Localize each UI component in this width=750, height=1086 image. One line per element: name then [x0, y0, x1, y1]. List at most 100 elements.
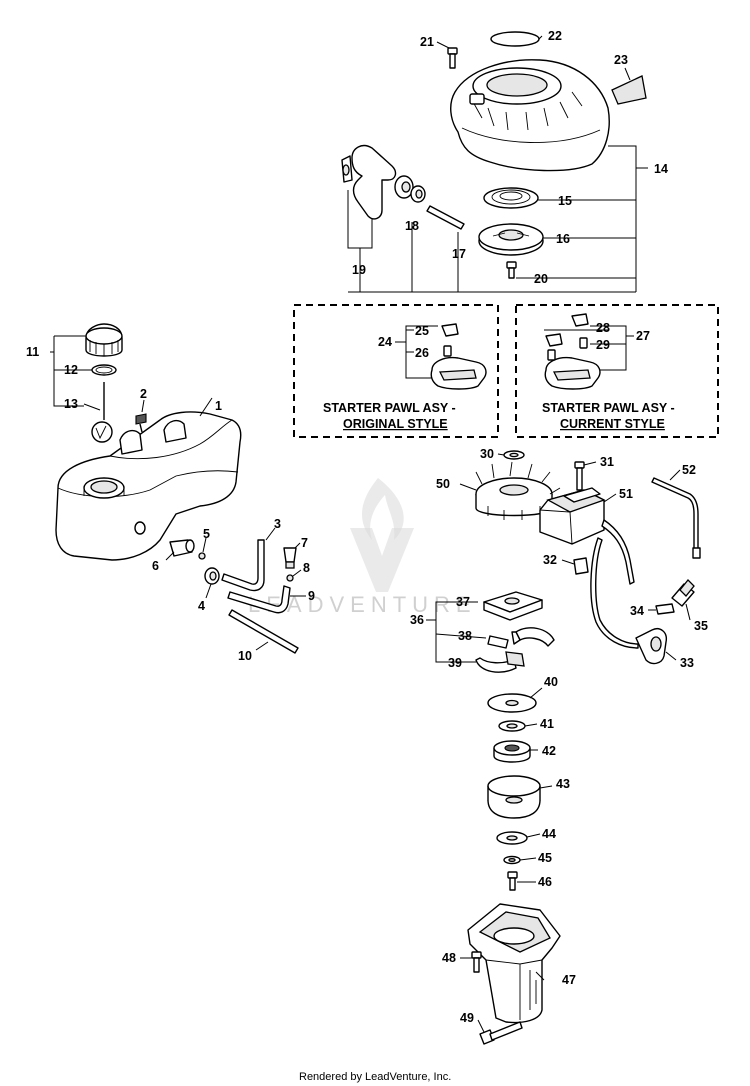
callout-37: 37	[456, 595, 470, 609]
box-current-title: STARTER PAWL ASY -	[542, 401, 675, 415]
callout-28: 28	[596, 321, 610, 335]
screw-21	[447, 47, 458, 69]
starter-handle-19	[341, 144, 397, 220]
callout-31: 31	[600, 455, 614, 469]
coil-wire-a	[601, 519, 635, 585]
starter-housing	[450, 59, 610, 172]
pawl-assembly-current	[544, 313, 634, 390]
cap-22	[490, 31, 540, 47]
clip-32	[573, 557, 589, 575]
spring-38	[487, 635, 509, 649]
pawl-assembly-original	[395, 323, 487, 390]
clip-5	[198, 552, 206, 560]
wire-terminal-52	[692, 547, 701, 559]
callout-11: 11	[26, 345, 39, 359]
callout-51: 51	[619, 487, 633, 501]
callout-24: 24	[378, 335, 392, 349]
callout-49: 49	[460, 1011, 474, 1025]
callout-29: 29	[596, 338, 610, 352]
callout-23: 23	[614, 53, 628, 67]
washer-45	[503, 855, 521, 865]
callout-52: 52	[682, 463, 696, 477]
callout-47: 47	[562, 973, 576, 987]
callout-27: 27	[636, 329, 650, 343]
callout-42: 42	[542, 744, 556, 758]
callout-45: 45	[538, 851, 552, 865]
box-current-style	[515, 304, 719, 438]
callout-50: 50	[436, 477, 450, 491]
washer-44	[496, 831, 528, 845]
screw-2	[135, 413, 147, 433]
tube-10	[228, 609, 299, 654]
callout-36: 36	[410, 613, 424, 627]
grommet	[394, 175, 414, 199]
callout-7: 7	[301, 536, 308, 550]
fuel-cap-11	[85, 323, 123, 357]
screw-48	[471, 951, 482, 973]
callout-26: 26	[415, 346, 429, 360]
callout-9: 9	[308, 589, 315, 603]
spring-15	[483, 187, 539, 209]
callout-3: 3	[274, 517, 281, 531]
wire-52	[651, 477, 699, 551]
callout-14: 14	[654, 162, 668, 176]
callout-33: 33	[680, 656, 694, 670]
label-23	[611, 75, 647, 105]
callout-8: 8	[303, 561, 310, 575]
strainer-13	[91, 382, 113, 443]
leaders-tank	[50, 335, 306, 651]
hv-wire	[590, 537, 639, 649]
fuel-part-6	[169, 539, 195, 557]
callout-15: 15	[558, 194, 572, 208]
callout-12: 12	[64, 363, 78, 377]
callout-34: 34	[630, 604, 644, 618]
leaders-ignition	[459, 453, 691, 661]
spark-plug-35	[671, 579, 695, 607]
pulley-16	[478, 223, 544, 256]
screw-46	[507, 871, 518, 891]
callout-2: 2	[140, 387, 147, 401]
callout-40: 40	[544, 675, 558, 689]
washer-40	[487, 693, 537, 713]
terminal-34	[655, 603, 675, 615]
leaders-clutch	[426, 601, 487, 663]
callout-25: 25	[415, 324, 429, 338]
callout-48: 48	[442, 951, 456, 965]
ignition-coil-51	[539, 487, 606, 545]
box-current-subtitle: CURRENT STYLE	[560, 417, 665, 431]
clutch-drum-43	[487, 775, 541, 819]
bolt-31	[574, 461, 585, 491]
callout-35: 35	[694, 619, 708, 633]
bolt-49	[479, 1021, 523, 1045]
callout-41: 41	[540, 717, 554, 731]
clutch-plate-37	[483, 591, 543, 621]
screw-20	[506, 261, 517, 279]
callout-1: 1	[215, 399, 222, 413]
callout-44: 44	[542, 827, 556, 841]
box-original-subtitle: ORIGINAL STYLE	[343, 417, 448, 431]
callout-17: 17	[452, 247, 466, 261]
callout-labels: 1 2 3 4 5 6 7 8 9 10 11 12 13 14 15 16 1…	[26, 29, 708, 1025]
callout-10: 10	[238, 649, 252, 663]
bearing-42	[493, 740, 531, 763]
callout-13: 13	[64, 397, 78, 411]
washer-30	[503, 450, 525, 460]
clutch-housing-47	[467, 903, 561, 1024]
callout-6: 6	[152, 559, 159, 573]
fuel-line-9	[227, 585, 291, 614]
leaders-top	[347, 35, 648, 293]
leaders-drive	[460, 687, 553, 1033]
flywheel-50	[475, 461, 561, 520]
fuel-line-3	[221, 539, 265, 592]
box-original-title: STARTER PAWL ASY -	[323, 401, 456, 415]
callout-18: 18	[405, 219, 419, 233]
callout-20: 20	[534, 272, 548, 286]
box-original-style	[293, 304, 499, 438]
bushing-18	[410, 185, 426, 203]
callout-21: 21	[420, 35, 434, 49]
callout-43: 43	[556, 777, 570, 791]
callout-39: 39	[448, 656, 462, 670]
rope-17	[426, 205, 465, 230]
callout-30: 30	[480, 447, 494, 461]
